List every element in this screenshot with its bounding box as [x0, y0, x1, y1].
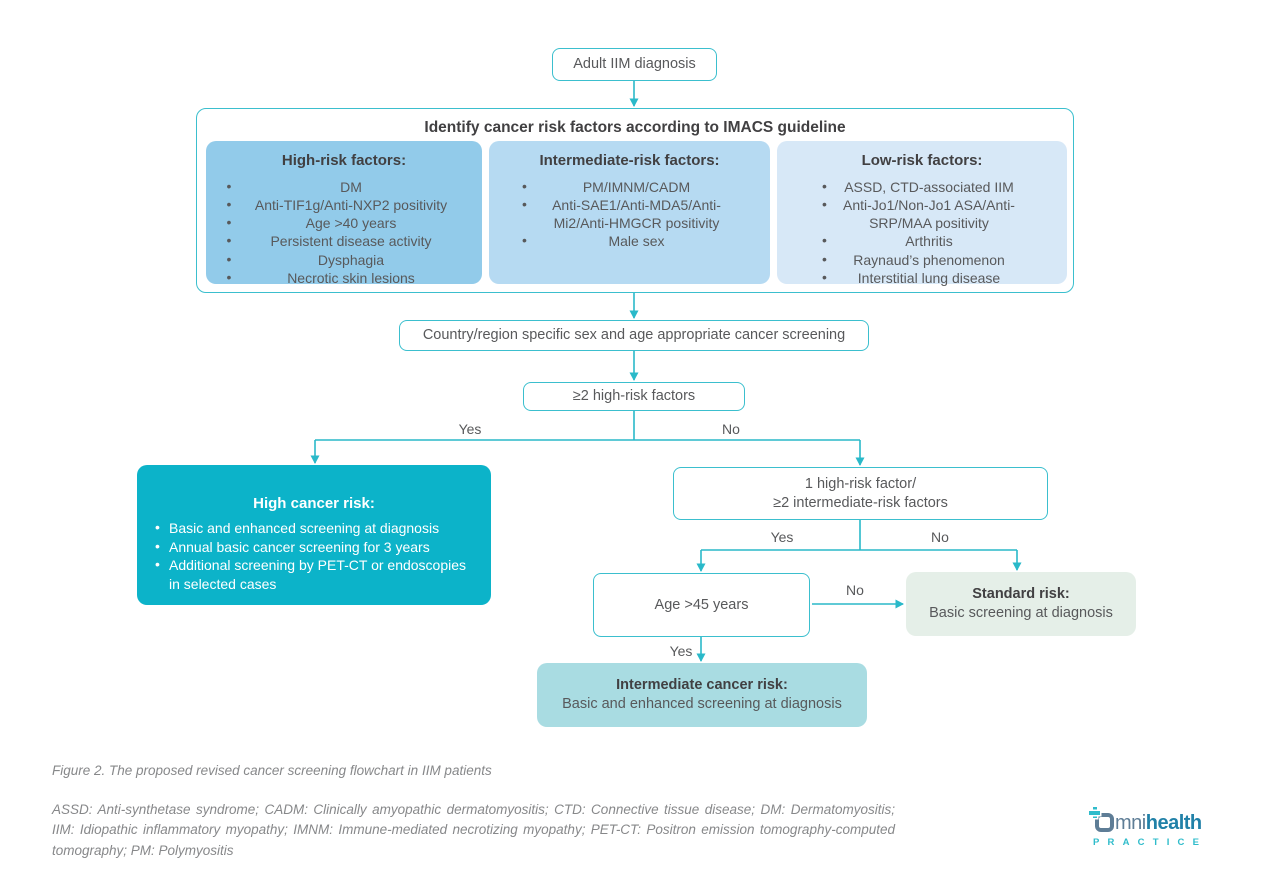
omnihealth-logo-icon [1089, 807, 1114, 832]
node-question-2-high-risk-factors: ≥2 high-risk factors [523, 382, 745, 411]
omnihealth-logo: mnihealth PRACTICE [1089, 807, 1217, 848]
bullet-item: Anti-TIF1g/Anti-NXP2 positivity [227, 195, 462, 214]
intermediate-risk-factor-list: PM/IMNM/CADMAnti-SAE1/Anti-MDA5/Anti-Mi2… [522, 177, 737, 251]
branch-label-yes: Yes [455, 421, 485, 437]
branch-label-yes: Yes [767, 529, 797, 545]
panel-title: Low-risk factors: [861, 152, 983, 169]
branch-label-no: No [719, 421, 743, 437]
high-cancer-risk-list: Basic and enhanced screening at diagnosi… [155, 518, 473, 593]
logo-wordmark: mnihealth [1115, 813, 1202, 833]
result-title: Standard risk: [972, 586, 1070, 603]
bullet-item: Dysphagia [227, 249, 462, 269]
low-risk-factors-panel: Low-risk factors: ASSD, CTD-associated I… [777, 141, 1067, 287]
branch-label-yes: Yes [666, 643, 696, 659]
high-risk-factor-list: DMAnti-TIF1g/Anti-NXP2 positivityAge >40… [227, 177, 462, 287]
bullet-item: PM/IMNM/CADM [522, 177, 737, 196]
abbreviation-note: ASSD: Anti-synthetase syndrome; CADM: Cl… [52, 802, 895, 858]
bullet-item: Anti-Jo1/Non-Jo1 ASA/Anti-SRP/MAA positi… [822, 195, 1022, 232]
bullet-item: Male sex [522, 231, 737, 250]
node-label: ≥2 high-risk factors [572, 388, 696, 405]
bullet-item: Basic and enhanced screening at diagnosi… [155, 518, 473, 538]
result-body: Basic screening at diagnosis [929, 605, 1113, 621]
node-label: Country/region specific sex and age appr… [422, 327, 846, 344]
figure-caption: Figure 2. The proposed revised cancer sc… [52, 763, 492, 778]
bullet-item: Anti-SAE1/Anti-MDA5/Anti-Mi2/Anti-HMGCR … [522, 195, 737, 232]
node-adult-iim-diagnosis: Adult IIM diagnosis [552, 48, 717, 81]
node-question-age-45: Age >45 years [593, 573, 810, 637]
logo-subtitle: PRACTICE [1093, 837, 1208, 848]
imacs-container-title: Identify cancer risk factors according t… [424, 119, 846, 136]
node-country-screening: Country/region specific sex and age appr… [399, 320, 869, 351]
bullet-item: Raynaud’s phenomenon [822, 249, 1022, 269]
node-label: Age >45 years [654, 596, 749, 613]
node-intermediate-cancer-risk: Intermediate cancer risk: Basic and enha… [537, 663, 867, 727]
branch-label-no: No [928, 529, 952, 545]
bullet-item: Age >40 years [227, 213, 462, 232]
bullet-item: Interstitial lung disease [822, 268, 1022, 287]
panel-title: High-risk factors: [281, 152, 407, 169]
node-standard-risk: Standard risk: Basic screening at diagno… [906, 572, 1136, 636]
branch-label-no: No [843, 582, 867, 598]
bullet-item: Additional screening by PET-CT or endosc… [155, 555, 473, 593]
bullet-item: Annual basic cancer screening for 3 year… [155, 537, 473, 557]
plus-icon [1089, 807, 1100, 818]
node-high-cancer-risk: High cancer risk: Basic and enhanced scr… [137, 465, 491, 605]
node-label: Adult IIM diagnosis [573, 56, 696, 73]
bullet-item: Necrotic skin lesions [227, 268, 462, 287]
imacs-risk-factors-container: Identify cancer risk factors according t… [196, 108, 1074, 293]
result-body: Basic and enhanced screening at diagnosi… [562, 696, 842, 712]
square-o-icon [1095, 813, 1114, 832]
result-title: Intermediate cancer risk: [616, 677, 788, 694]
high-risk-factors-panel: High-risk factors: DMAnti-TIF1g/Anti-NXP… [206, 141, 482, 287]
intermediate-risk-factors-panel: Intermediate-risk factors: PM/IMNM/CADMA… [489, 141, 770, 284]
low-risk-factor-list: ASSD, CTD-associated IIMAnti-Jo1/Non-Jo1… [822, 177, 1022, 287]
node-question-1-high-or-2-intermediate: 1 high-risk factor/ ≥2 intermediate-risk… [673, 467, 1048, 520]
logo-word-suffix: health [1145, 812, 1202, 834]
bullet-item: Arthritis [822, 231, 1022, 250]
panel-title: Intermediate-risk factors: [539, 152, 720, 169]
node-label-line1: 1 high-risk factor/ [804, 476, 917, 493]
node-label-line2: ≥2 intermediate-risk factors [773, 494, 948, 511]
bullet-item: DM [227, 177, 462, 196]
bullet-item: Persistent disease activity [227, 231, 462, 250]
result-title: High cancer risk: [253, 495, 375, 512]
logo-word-prefix: mni [1115, 812, 1146, 834]
bullet-item: ASSD, CTD-associated IIM [822, 177, 1022, 196]
